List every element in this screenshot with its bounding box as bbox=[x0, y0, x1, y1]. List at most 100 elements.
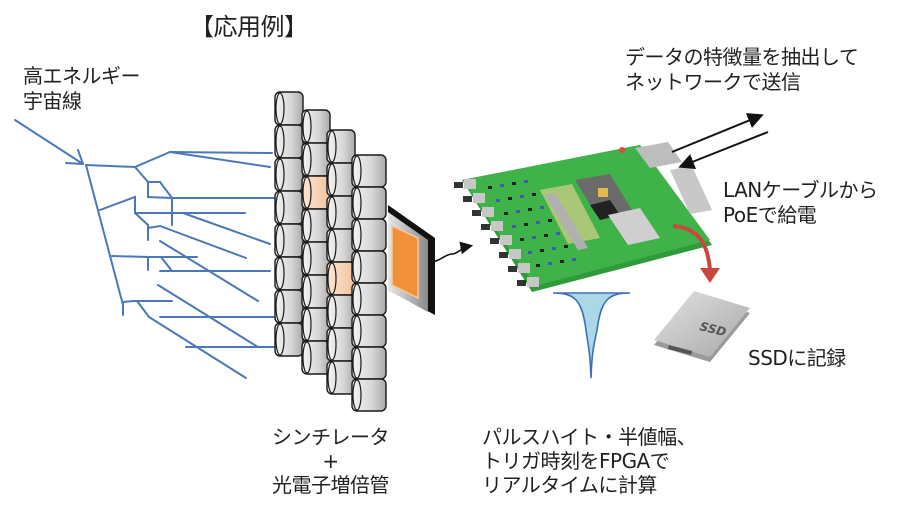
pmt-cylinder-face bbox=[352, 315, 362, 347]
record-arrow bbox=[672, 224, 720, 283]
pmt-cylinder-face bbox=[302, 242, 312, 275]
pcb-component bbox=[532, 236, 536, 239]
pmt-cylinder-face bbox=[352, 379, 362, 411]
pcb-connector bbox=[464, 179, 476, 189]
pmt-cylinder-face bbox=[327, 130, 337, 163]
pcb-component bbox=[552, 247, 556, 250]
pcb-component bbox=[516, 210, 520, 213]
pmt-cylinder-face bbox=[327, 262, 337, 295]
scintillator-label: シンチレータ + 光電子増倍管 bbox=[272, 425, 390, 497]
pcb-component bbox=[536, 264, 540, 267]
pcb-connector bbox=[473, 193, 485, 203]
pmt-cylinder bbox=[351, 154, 387, 188]
pmt-cylinder bbox=[351, 378, 387, 412]
pmt-cylinder-face bbox=[302, 143, 312, 176]
pmt-cylinder-face bbox=[275, 257, 285, 290]
pmt-cylinder-face bbox=[302, 275, 312, 308]
pmt-cylinder-face bbox=[302, 341, 312, 374]
pcb-component bbox=[500, 184, 504, 187]
pmt-cylinder-face bbox=[327, 361, 337, 394]
pmt-cylinder-face bbox=[275, 224, 285, 257]
pmt-cylinder bbox=[326, 195, 356, 230]
pcb-component bbox=[520, 195, 524, 198]
pmt-cylinder bbox=[351, 186, 387, 220]
pcb-component bbox=[528, 208, 532, 211]
pcb-component bbox=[532, 193, 536, 196]
pmt-cylinder-face bbox=[327, 196, 337, 229]
pcb-port bbox=[490, 238, 499, 244]
pcb-port bbox=[472, 210, 481, 216]
pmt-cylinder-face bbox=[352, 251, 362, 283]
pmt-cylinder-face bbox=[302, 110, 312, 143]
pcb-component bbox=[488, 186, 492, 189]
pmt-cylinder bbox=[274, 256, 304, 291]
pmt-cylinder bbox=[274, 289, 304, 324]
pcb-port bbox=[481, 224, 490, 230]
pmt-cylinder-face bbox=[302, 209, 312, 242]
pmt-cylinder-face bbox=[352, 283, 362, 315]
network-arrows bbox=[671, 113, 769, 170]
pmt-cylinder bbox=[351, 250, 387, 284]
ssd-drive-icon: SSD bbox=[654, 291, 750, 362]
pcb-component bbox=[556, 232, 560, 235]
pcb-component bbox=[504, 212, 508, 215]
fpga-label: パルスハイト・半値幅、 トリガ時刻をFPGAで リアルタイムに計算 bbox=[482, 425, 697, 497]
pmt-cylinder-face bbox=[352, 187, 362, 219]
pmt-cylinder bbox=[274, 91, 304, 126]
pcb-port bbox=[508, 266, 517, 272]
pcb-connector bbox=[527, 277, 539, 287]
pcb-component bbox=[572, 258, 576, 261]
pmt-cylinder-face bbox=[352, 219, 362, 251]
pcb-connector bbox=[509, 249, 521, 259]
photo-window-icon bbox=[388, 205, 435, 315]
pmt-cylinder bbox=[301, 241, 331, 276]
pmt-cylinder bbox=[351, 218, 387, 252]
pcb-component bbox=[508, 197, 512, 200]
pmt-cylinder bbox=[351, 282, 387, 316]
pcb-connector bbox=[500, 235, 512, 245]
pcb-component bbox=[540, 249, 544, 252]
pcb-component bbox=[512, 182, 516, 185]
pmt-cylinder bbox=[326, 294, 356, 329]
pmt-cylinder bbox=[274, 322, 304, 357]
pmt-cylinder bbox=[351, 314, 387, 348]
ssd-label: SSDに記録 bbox=[748, 346, 846, 370]
cosmic-ray-label: 高エネルギー 宇宙線 bbox=[23, 64, 141, 113]
pmt-cylinder-face bbox=[327, 295, 337, 328]
pcb-component bbox=[544, 234, 548, 237]
pulse-waveform-icon bbox=[552, 292, 631, 379]
pmt-cylinder bbox=[326, 228, 356, 263]
pcb-component bbox=[528, 251, 532, 254]
pmt-cylinder bbox=[301, 142, 331, 177]
pmt-cylinder bbox=[351, 346, 387, 380]
pcb-port bbox=[517, 280, 526, 286]
pcb-connector bbox=[491, 221, 503, 231]
pmt-cylinder-face bbox=[302, 176, 312, 209]
pmt-cylinder bbox=[326, 360, 356, 395]
network-label: データの特徴量を抽出して ネットワークで送信 bbox=[625, 45, 859, 94]
pcb-connector bbox=[482, 207, 494, 217]
pmt-cylinder bbox=[274, 157, 304, 192]
pcb-port bbox=[499, 252, 508, 258]
pmt-cylinder-face bbox=[302, 308, 312, 341]
pcb-port bbox=[463, 196, 472, 202]
pmt-cylinder bbox=[274, 190, 304, 225]
signal-arrow bbox=[429, 241, 474, 263]
pmt-cylinder bbox=[326, 129, 356, 164]
pmt-cylinder-face bbox=[327, 163, 337, 196]
fpga-circuit-board-icon bbox=[454, 142, 712, 292]
pmt-cylinder-face bbox=[327, 328, 337, 361]
pmt-cylinder bbox=[326, 327, 356, 362]
pmt-cylinder-face bbox=[327, 229, 337, 262]
pmt-cylinder bbox=[301, 175, 331, 210]
pmt-cylinder-face bbox=[275, 158, 285, 191]
pmt-cylinder bbox=[301, 307, 331, 342]
pmt-cylinder-face bbox=[275, 323, 285, 356]
pmt-cylinder-face bbox=[275, 290, 285, 323]
pmt-cylinder bbox=[301, 340, 331, 375]
pmt-cylinder-face bbox=[352, 347, 362, 379]
page-title: 【応用例】 bbox=[190, 13, 308, 41]
pmt-cylinder bbox=[274, 124, 304, 159]
cosmic-ray-shower-icon bbox=[14, 119, 301, 379]
